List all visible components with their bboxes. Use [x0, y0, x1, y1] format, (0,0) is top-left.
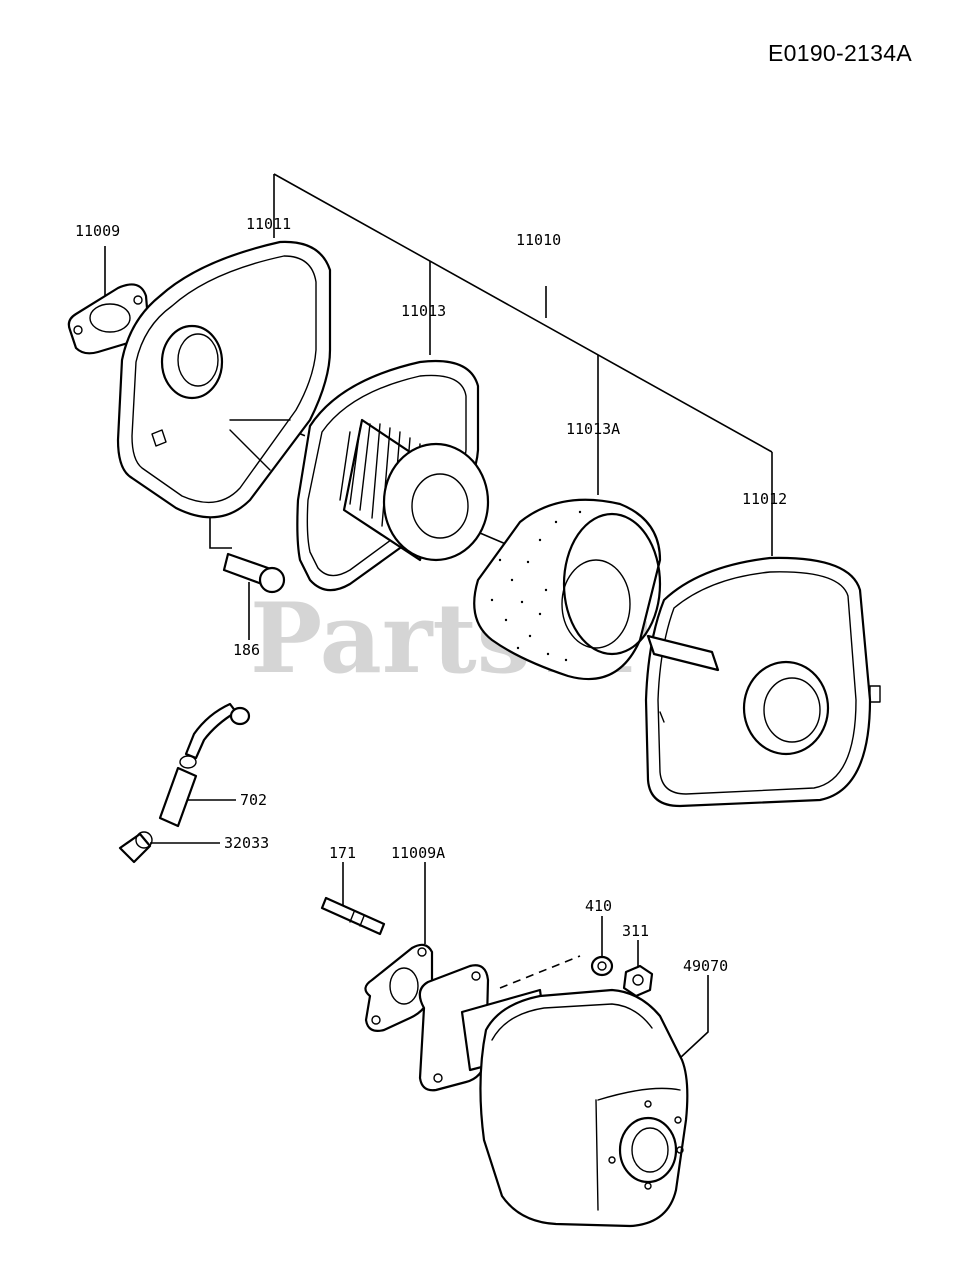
part-11013-filter — [296, 360, 490, 592]
label-11009A[interactable]: 11009A — [391, 844, 445, 862]
label-410[interactable]: 410 — [585, 897, 612, 915]
label-11009[interactable]: 11009 — [75, 222, 120, 240]
label-311[interactable]: 311 — [622, 922, 649, 940]
label-702[interactable]: 702 — [240, 791, 267, 809]
part-11013A-precleaner — [473, 498, 662, 681]
part-186-bolt — [222, 552, 286, 594]
part-171-stud — [320, 896, 386, 936]
part-32033-clip — [118, 831, 153, 864]
part-702-hose — [158, 702, 251, 828]
part-49070-muffler — [418, 964, 689, 1228]
part-11011-base — [116, 240, 332, 519]
label-186[interactable]: 186 — [233, 641, 260, 659]
label-171[interactable]: 171 — [329, 844, 356, 862]
label-32033[interactable]: 32033 — [224, 834, 269, 852]
label-11013[interactable]: 11013 — [401, 302, 446, 320]
part-311-nut — [622, 964, 654, 998]
label-11010[interactable]: 11010 — [516, 231, 561, 249]
label-11011[interactable]: 11011 — [246, 215, 291, 233]
diagram-code: E0190-2134A — [768, 40, 912, 66]
label-49070[interactable]: 49070 — [683, 957, 728, 975]
part-labels: 11009 11011 11010 11013 11013A 11012 186… — [75, 215, 787, 975]
part-11012-cover — [644, 556, 881, 808]
label-11013A[interactable]: 11013A — [566, 420, 620, 438]
part-410-washer — [590, 955, 614, 977]
label-11012[interactable]: 11012 — [742, 490, 787, 508]
